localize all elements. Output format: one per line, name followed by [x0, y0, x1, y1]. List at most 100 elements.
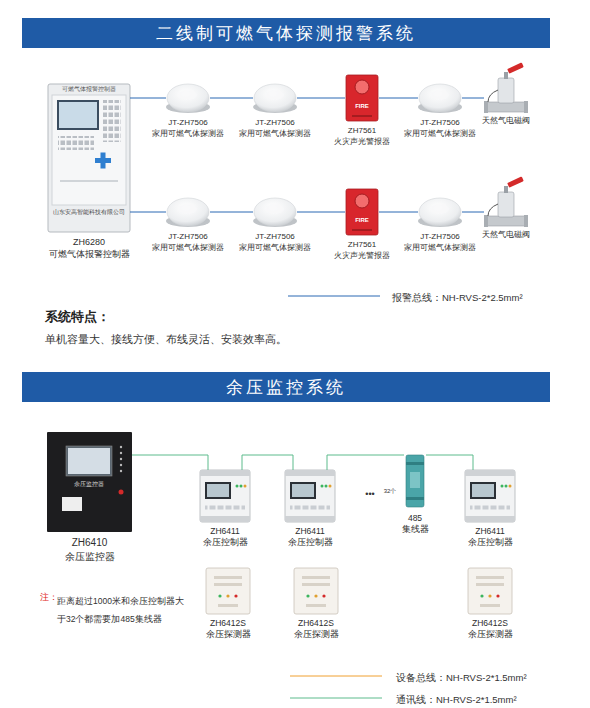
illustration-part — [206, 568, 250, 614]
device-name: 可燃气体报警控制器 — [49, 248, 130, 260]
device-caption: 485集线器 — [402, 513, 429, 536]
legend-line-sample-part — [290, 676, 382, 677]
pressure-monitor-icon-part — [120, 458, 122, 460]
device-name: 家用可燃气体探测器 — [239, 243, 311, 254]
gas-detector: JT-ZH7506家用可燃气体探测器 — [418, 196, 462, 228]
panel-text: 山东安高智能科技有限公司 — [53, 209, 125, 216]
device-name: 火灾声光警报器 — [334, 251, 390, 262]
device-name: 余压控制器 — [468, 537, 513, 548]
device-name: 集线器 — [402, 524, 429, 535]
legend-line-sample — [288, 296, 380, 297]
legend-line-sample — [290, 676, 382, 698]
device-caption: ZH6410余压监控器 — [65, 536, 115, 563]
device-caption: ZH6412S余压探测器 — [468, 618, 513, 641]
alarm-bus-wire — [210, 98, 253, 99]
device-caption: JT-ZH7506家用可燃气体探测器 — [404, 232, 476, 254]
device-caption: JT-ZH7506家用可燃气体探测器 — [152, 118, 224, 140]
model-number: ZH6412S — [294, 618, 339, 629]
pressure-monitor-icon-part — [120, 446, 122, 448]
illustration-part — [166, 84, 210, 113]
gas-detector: JT-ZH7506家用可燃气体探测器 — [253, 82, 297, 114]
feature-heading-slot: 系统特点： — [45, 309, 110, 325]
device-name: 余压探测器 — [206, 629, 251, 640]
device-caption: ZH6412S余压探测器 — [294, 618, 339, 641]
ellipsis: ••• — [365, 489, 374, 500]
device-caption: JT-ZH7506家用可燃气体探测器 — [239, 118, 311, 140]
solenoid-valve: 天然气电磁阀 — [484, 68, 528, 112]
device-caption: ZH6280可燃气体报警控制器 — [49, 236, 130, 260]
gas-alarm-controller-icon — [48, 84, 130, 232]
panel-text-slot: 余压监控器 — [74, 481, 104, 488]
illustration-part — [285, 470, 335, 522]
device-caption: ZH6411余压控制器 — [288, 526, 333, 549]
model-number: JT-ZH7506 — [239, 232, 311, 243]
illustration-part — [468, 568, 512, 614]
note-text: 距离超过1000米和余压控制器大于32个都需要加485集线器 — [57, 592, 187, 628]
panel-text-slot: FIRE — [355, 217, 369, 224]
model-number: JT-ZH7506 — [152, 232, 224, 243]
pressure-controller: ZH6411余压控制器 — [200, 470, 250, 522]
rs485-hub-icon — [406, 455, 424, 507]
model-number: ZH6411 — [203, 526, 248, 537]
pressure-monitor-icon-part — [62, 497, 82, 511]
device-name: 余压控制器 — [288, 537, 333, 548]
ellipsis-slot: ••• — [365, 489, 374, 500]
pressure-detector: ZH6412S余压探测器 — [468, 568, 512, 614]
count-note: 32个 — [384, 488, 397, 495]
sound-light-alarm: ZH7561火灾声光警报器 — [345, 188, 379, 236]
alarm-bus-wire — [210, 212, 253, 213]
device-caption: 天然气电磁阀 — [482, 230, 530, 241]
alarm-bus-wire — [379, 98, 418, 99]
model-number: JT-ZH7506 — [404, 232, 476, 243]
device-caption: ZH6412S余压探测器 — [206, 618, 251, 641]
alarm-bus-wire — [130, 98, 166, 99]
device-name: 家用可燃气体探测器 — [239, 129, 311, 140]
legend-text: 通讯线：NH-RVS-2*1.5mm² — [396, 694, 517, 705]
gas-alarm-controller-icon-part — [103, 100, 121, 142]
gas-detector: JT-ZH7506家用可燃气体探测器 — [166, 82, 210, 114]
illustration-part — [418, 84, 462, 113]
rs485-hub-icon-part — [406, 455, 424, 507]
section-title: 二线制可燃气体探测报警系统 — [156, 22, 416, 45]
note-text-slot: 距离超过1000米和余压控制器大于32个都需要加485集线器 — [57, 592, 187, 628]
model-number: ZH6412S — [468, 618, 513, 629]
model-number: 485 — [402, 513, 429, 524]
model-number: ZH6412S — [206, 618, 251, 629]
pressure-monitor-icon-part — [119, 490, 124, 495]
alarm-bus-wire — [462, 98, 484, 99]
alarm-bus-wire — [130, 212, 166, 213]
comm-wire — [327, 455, 404, 470]
illustration-part — [346, 189, 378, 235]
legend-line-sample-part — [290, 698, 382, 699]
comm-wire — [242, 455, 293, 470]
legend-entry: 设备总线：NH-RVS-2*1.5mm² — [396, 667, 527, 685]
rs485-hub-icon-part — [410, 472, 420, 488]
section-title: 余压监控系统 — [226, 376, 346, 399]
comm-wire — [132, 455, 208, 470]
gas-alarm-controller-icon-part — [57, 100, 99, 130]
model-number: JT-ZH7506 — [239, 118, 311, 129]
illustration-part — [253, 198, 297, 227]
device-caption: ZH7561火灾声光警报器 — [334, 240, 390, 262]
legend-text: 设备总线：NH-RVS-2*1.5mm² — [396, 672, 527, 683]
model-number: ZH6280 — [49, 236, 130, 248]
gas-detector: JT-ZH7506家用可燃气体探测器 — [253, 196, 297, 228]
feature-heading: 系统特点： — [45, 309, 110, 325]
device-caption: ZH6411余压控制器 — [203, 526, 248, 549]
model-number: ZH6411 — [288, 526, 333, 537]
device-name: 家用可燃气体探测器 — [404, 129, 476, 140]
illustration-part — [465, 470, 515, 522]
model-number: ZH7561 — [334, 126, 390, 137]
gas-alarm-controller-icon-part — [48, 84, 130, 232]
pressure-monitor-icon-part — [68, 448, 110, 474]
gas-alarm-controller-icon-part — [58, 136, 94, 150]
model-number: JT-ZH7506 — [152, 118, 224, 129]
solenoid-valve: 天然气电磁阀 — [484, 182, 528, 226]
illustration-part — [484, 62, 528, 113]
gas-alarm-controller-icon-part — [59, 102, 97, 128]
device-name: 余压监控器 — [65, 550, 115, 564]
device-caption: JT-ZH7506家用可燃气体探测器 — [239, 232, 311, 254]
pressure-detector: ZH6412S余压探测器 — [206, 568, 250, 614]
